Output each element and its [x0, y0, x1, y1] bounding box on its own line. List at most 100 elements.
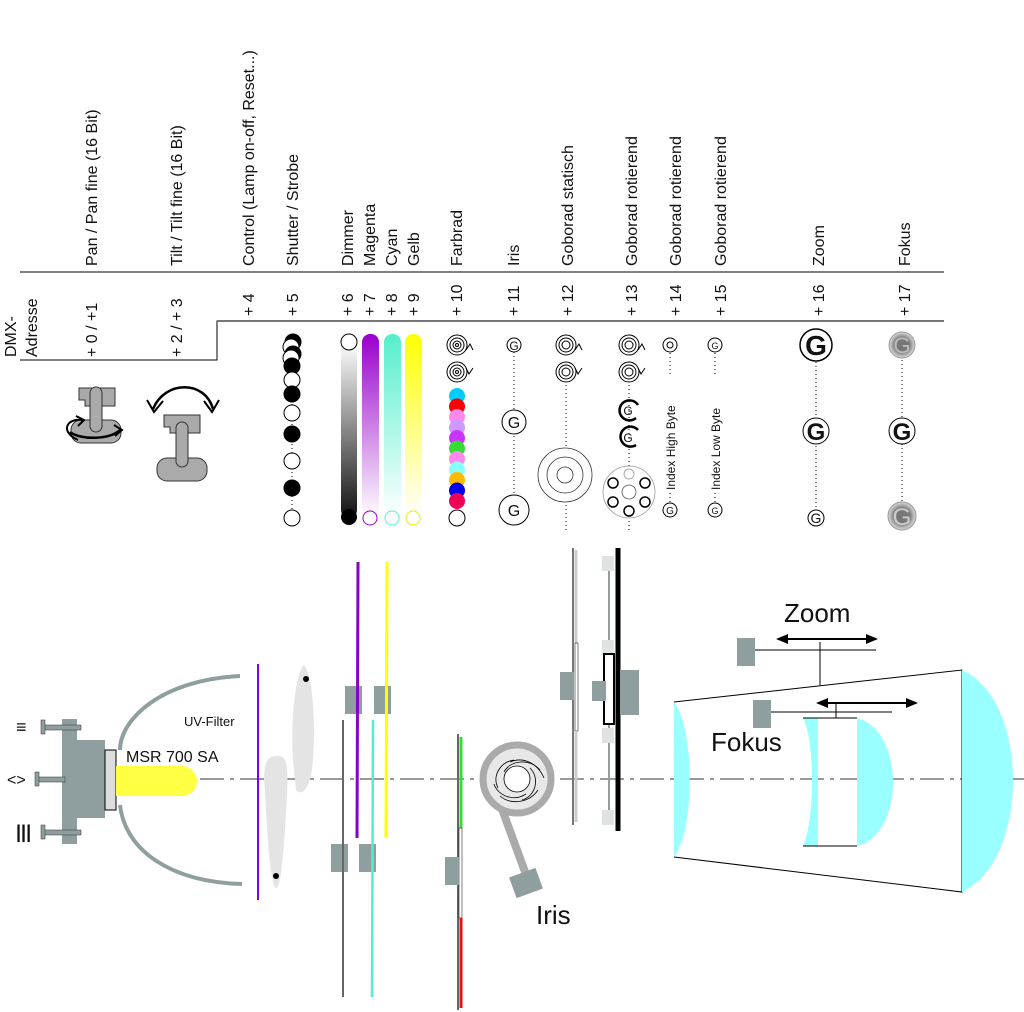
gobo-letter: G [807, 419, 826, 446]
magenta-bar [362, 334, 379, 526]
channel-name: Cyan [384, 229, 401, 266]
channel-name: Zoom [811, 225, 828, 266]
channel-name: Fokus [897, 222, 914, 266]
motor-symbol: ||| [16, 822, 31, 842]
pan-motor-symbol: ≡ [16, 717, 27, 737]
index-high-byte-column: Index High Byte G [662, 337, 678, 518]
channel-name: Goborad rotierend [624, 136, 641, 266]
lens-tube [673, 669, 1013, 893]
header-table [20, 271, 944, 361]
zoom-lens-large [962, 670, 1013, 892]
fokus-label: Fokus [711, 727, 782, 757]
channel-name: Iris [506, 245, 523, 266]
channel-name: Goborad rotierend [668, 136, 685, 266]
goborad-rotierend-symbols: G G [602, 334, 656, 530]
lamp-bulb [116, 766, 197, 796]
index-low-byte-column: G Index Low Byte G [707, 337, 723, 518]
front-lens-left [674, 702, 690, 857]
channel-name: Pan / Pan fine (16 Bit) [84, 109, 101, 266]
gobo-letter: G [711, 506, 718, 516]
focus-lens-concave [803, 718, 818, 846]
dimmer-bar [340, 333, 358, 525]
dmx-address-label: DMX- [3, 316, 20, 357]
index-low-byte-label: Index Low Byte [709, 408, 723, 490]
shutter-strobe-symbols [282, 333, 302, 527]
channel-name: Shutter / Strobe [285, 154, 302, 266]
iris-mechanism [479, 741, 555, 899]
static-gobo-wheel-icon [537, 447, 593, 503]
channel-name: Control (Lamp on-off, Reset...) [241, 50, 258, 266]
channel-address: + 4 [241, 293, 258, 316]
shutter-pivot [303, 676, 309, 682]
gobo-letter: G [508, 503, 520, 520]
channel-names: Pan / Pan fine (16 Bit) Tilt / Tilt fine … [84, 50, 914, 266]
fokus-symbols: G G G [887, 331, 917, 531]
channel-address: + 8 [384, 293, 401, 316]
farbrad-symbols [446, 334, 474, 527]
channel-address: + 9 [406, 293, 423, 316]
gobo-letter: G [623, 431, 632, 445]
spiral-rotate-cw-icon [446, 334, 474, 356]
channel-name: Magenta [362, 204, 379, 266]
cyan-bar [384, 334, 401, 526]
channel-address: + 11 [506, 286, 523, 317]
color-wheel-filter-dot [449, 493, 465, 509]
channel-name: Dimmer [340, 209, 357, 266]
channel-name: Goborad rotierend [713, 136, 730, 266]
channel-address: + 10 [449, 284, 466, 316]
channel-address: + 12 [560, 284, 577, 316]
gobo-letter: G [805, 330, 827, 361]
gobo-letter: G [509, 339, 518, 353]
gobo-letter: G [893, 419, 912, 446]
channel-address: + 17 [897, 284, 914, 316]
dmx-address-label-line2: Adresse [24, 298, 41, 357]
gobo-letter: G [893, 333, 910, 358]
channel-address: + 13 [624, 284, 641, 316]
static-gobo-wheel [560, 548, 579, 825]
channel-addresses: + 0 / +1 + 2 / + 3 + 4 + 5 + 6 + 7 + 8 + 9 + 10 +… [84, 284, 914, 357]
lamp-housing: ≡ <> ||| [7, 717, 117, 844]
zoom-label: Zoom [784, 598, 850, 628]
color-wheel [445, 734, 463, 1010]
tilt-icon [146, 386, 220, 482]
gobo-letter: G [711, 341, 718, 351]
rotating-gobo-wheel [592, 548, 639, 831]
gobo-letter: G [666, 506, 674, 517]
reflector [118, 674, 243, 886]
channel-address: + 14 [668, 284, 685, 316]
iris-symbols: G G G [498, 337, 530, 526]
gobo-letter: G [811, 510, 822, 526]
shutter-pivot [273, 873, 279, 879]
channel-address: + 7 [362, 293, 379, 316]
iris-label: Iris [536, 900, 571, 930]
channel-address: + 5 [285, 293, 302, 316]
channel-address: + 15 [713, 284, 730, 316]
lamp-label: MSR 700 SA [126, 749, 219, 766]
zoom-actuator [737, 634, 878, 685]
channel-address: + 6 [340, 293, 357, 316]
channel-address: + 2 / + 3 [169, 298, 186, 357]
goborad-statisch-symbols [537, 334, 593, 530]
channel-name: Tilt / Tilt fine (16 Bit) [169, 125, 186, 266]
spiral-rotate-ccw-icon [446, 361, 474, 383]
index-high-byte-label: Index High Byte [664, 405, 678, 490]
zoom-symbols: G G G [799, 328, 833, 527]
channel-address: + 0 / +1 [84, 303, 101, 357]
channel-name: Gelb [406, 232, 423, 266]
channel-name: Goborad statisch [560, 145, 577, 266]
pan-icon [66, 386, 124, 444]
focus-lens-convex [857, 718, 893, 846]
focus-actuator [753, 698, 918, 728]
yellow-bar [405, 334, 422, 526]
gobo-letter: G [508, 415, 520, 432]
shutter-blade-upper [292, 665, 314, 793]
channel-name: Farbrad [449, 210, 466, 266]
shutter-blade-lower [264, 755, 288, 888]
rotating-gobo-wheel-icon [602, 465, 656, 519]
channel-address: + 16 [811, 284, 828, 316]
cmy-dimmer-filters [331, 561, 391, 998]
gobo-letter: G [623, 404, 632, 418]
gobo-letter: G [893, 504, 912, 531]
uv-filter-label: UV-Filter [184, 714, 235, 729]
